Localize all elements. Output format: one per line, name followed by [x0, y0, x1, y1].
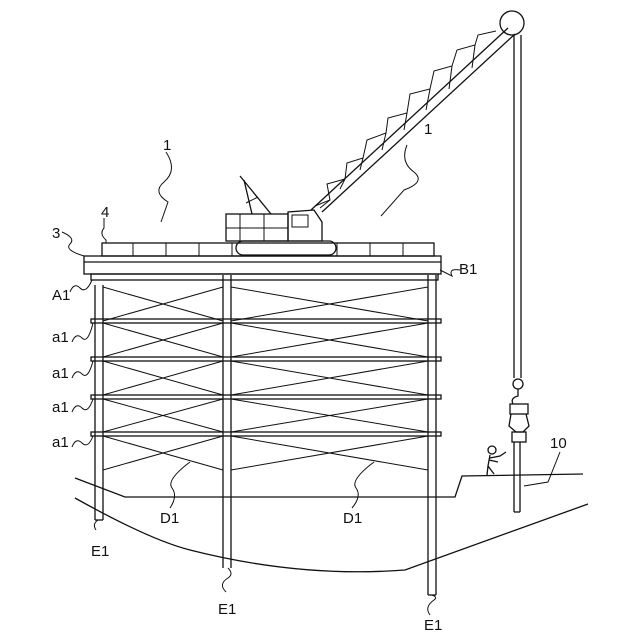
cross-braces [103, 287, 428, 470]
deck-panels [102, 243, 434, 256]
pile-left [95, 285, 103, 520]
leader-lines [62, 145, 560, 615]
deck-girders [84, 256, 441, 280]
crawler-crane [226, 11, 524, 255]
label-a1-1: a1 [52, 329, 69, 346]
label-10: 10 [550, 435, 567, 452]
horizontal-tie-beams [91, 319, 441, 436]
label-a1-3: a1 [52, 399, 69, 416]
label-E1-left: E1 [91, 543, 109, 560]
label-E1-right: E1 [424, 617, 442, 634]
label-a1-2: a1 [52, 365, 69, 382]
hoist-and-pile-driver [509, 35, 529, 512]
worker-figure [487, 446, 506, 475]
label-D1-right: D1 [343, 510, 362, 527]
label-3: 3 [52, 225, 60, 242]
label-a1-4: a1 [52, 434, 69, 451]
ground-surface [75, 474, 588, 572]
label-A1: A1 [52, 287, 70, 304]
label-1-left: 1 [163, 137, 171, 154]
label-4: 4 [101, 204, 109, 221]
label-E1-middle: E1 [218, 601, 236, 618]
label-1-right: 1 [424, 121, 432, 138]
label-B1: B1 [459, 261, 477, 278]
label-D1-left: D1 [160, 510, 179, 527]
reference-labels: 1 1 3 4 A1 B1 a1 a1 a1 a1 D1 D1 10 E1 E1… [52, 121, 567, 634]
